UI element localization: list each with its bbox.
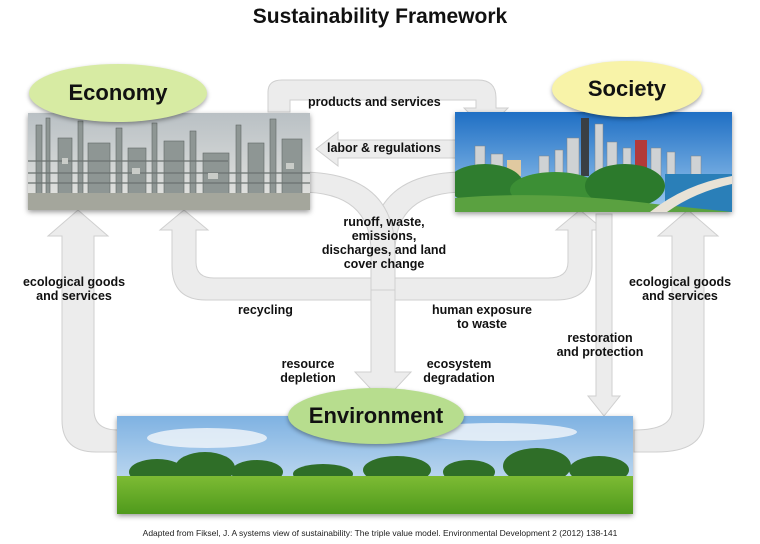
arrow-ecological-right	[633, 209, 720, 453]
society-node: Society	[552, 61, 702, 117]
ecological-left-line: ecological goods	[22, 275, 126, 289]
label-recycling: recycling	[238, 303, 293, 317]
environment-node: Environment	[288, 388, 464, 444]
label-runoff: runoff, waste, emissions, discharges, an…	[304, 215, 464, 271]
restoration-line: and protection	[556, 345, 644, 359]
arrow-economy-runoff	[299, 171, 396, 301]
label-ecological-left: ecological goods and services	[14, 275, 134, 303]
label-human-exposure: human exposure to waste	[422, 303, 542, 331]
arrow-human-exposure	[384, 209, 606, 301]
human-exposure-line: human exposure	[431, 303, 533, 317]
runoff-line: cover change	[343, 257, 425, 271]
source-credit: Adapted from Fiksel, J. A systems view o…	[142, 528, 618, 538]
label-products-services: products and services	[308, 95, 441, 109]
ecological-right-line: and services	[642, 289, 718, 303]
economy-label: Economy	[68, 80, 168, 105]
arrow-labor-regulations	[315, 130, 457, 168]
ecosystem-degradation-line: degradation	[423, 371, 495, 385]
arrow-products-services	[267, 79, 510, 131]
arrow-runoff-trunk	[353, 289, 413, 403]
economy-node: Economy	[29, 64, 207, 122]
label-resource-depletion: resource depletion	[266, 357, 350, 385]
ecosystem-degradation-line: ecosystem	[426, 357, 492, 371]
arrow-restoration	[586, 213, 622, 417]
arrow-ecological-left	[46, 209, 119, 453]
runoff-line: emissions,	[351, 229, 417, 243]
runoff-line: runoff, waste,	[343, 215, 425, 229]
society-label: Society	[587, 76, 667, 101]
diagram-title: Sustainability Framework	[252, 5, 508, 28]
label-ecosystem-degradation: ecosystem degradation	[414, 357, 504, 385]
arrow-recycling	[158, 209, 386, 301]
society-city-image	[455, 112, 732, 212]
label-ecological-right: ecological goods and services	[620, 275, 740, 303]
ecological-left-line: and services	[36, 289, 112, 303]
environment-label: Environment	[308, 403, 444, 428]
label-labor-regulations: labor & regulations	[327, 141, 441, 155]
environment-meadow-image	[117, 416, 633, 514]
label-restoration: restoration and protection	[542, 331, 658, 359]
human-exposure-line: to waste	[456, 317, 507, 331]
economy-refinery-image	[28, 113, 310, 210]
ecological-right-line: ecological goods	[628, 275, 732, 289]
resource-depletion-line: resource	[281, 357, 335, 371]
runoff-line: discharges, and land	[321, 243, 447, 257]
restoration-line: restoration	[567, 331, 633, 345]
resource-depletion-line: depletion	[280, 371, 336, 385]
